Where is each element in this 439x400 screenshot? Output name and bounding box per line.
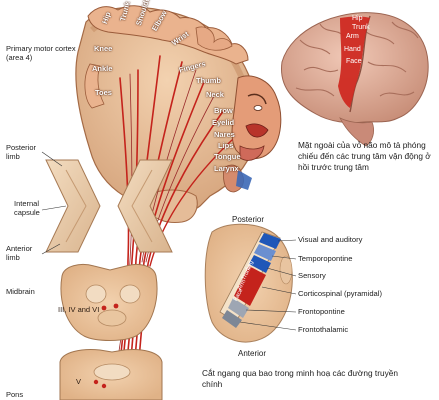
tract-label: Temporopontine (298, 254, 353, 263)
primary-motor-cortex-label: Primary motor cortex (area 4) (6, 44, 76, 62)
capsule-leader-lines (239, 239, 297, 331)
tract-label: Corticospinal (pyramidal) (298, 289, 382, 298)
lateral-brain-label: Trunk (352, 24, 370, 31)
lateral-brain (281, 12, 429, 147)
homunculus-label: Knee (94, 44, 113, 53)
homunculus-label: Nares (214, 130, 235, 139)
pons-section (59, 349, 163, 400)
posterior-limb-label: Posterior limb (6, 143, 37, 161)
homunculus-label: Thumb (196, 76, 221, 85)
homunculus-label: Toes (95, 88, 112, 97)
capsule-caption: Cắt ngang qua bao trong minh hoạ các đườ… (202, 368, 398, 389)
cortex-slice (75, 5, 282, 223)
homunculus-label: Larynx (214, 164, 239, 173)
internal-capsule-diagram (45, 159, 173, 253)
midbrain-nuclei-label: III, IV and VI (58, 305, 100, 314)
capsule-posterior-label: Posterior (232, 215, 265, 224)
internal-capsule-label: Internal capsule (14, 199, 40, 217)
midbrain-label: Midbrain (6, 287, 35, 296)
homunculus-label: Lips (218, 141, 234, 150)
lateral-brain-label: Face (346, 58, 362, 65)
left-leader-lines (41, 151, 67, 255)
tract-label: Frontothalamic (298, 325, 349, 334)
anterior-limb-label: Anterior limb (6, 244, 33, 262)
midbrain-section (60, 263, 158, 341)
homunculus-label: Tongue (214, 152, 241, 161)
tract-label: Visual and auditory (298, 235, 363, 244)
lateral-brain-label: Hand (344, 46, 361, 53)
capsule-horizontal-section (204, 223, 293, 343)
homunculus-label: Ankle (92, 64, 113, 73)
homunculus-label: Neck (206, 90, 224, 99)
pons-nucleus-label: V (76, 377, 82, 386)
lateral-caption: Mặt ngoài của vỏ não mô tả phóng chiếu đ… (298, 140, 431, 172)
homunculus-label: Brow (214, 106, 233, 115)
lateral-brain-label: Hip (352, 15, 363, 22)
homunculus-label: Eyelid (212, 118, 235, 127)
capsule-anterior-label: Anterior (238, 349, 267, 358)
tract-label: Sensory (298, 271, 326, 280)
lateral-brain-label: Arm (346, 33, 359, 40)
tract-label: Frontopontine (298, 307, 345, 316)
pons-label: Pons (6, 390, 24, 399)
